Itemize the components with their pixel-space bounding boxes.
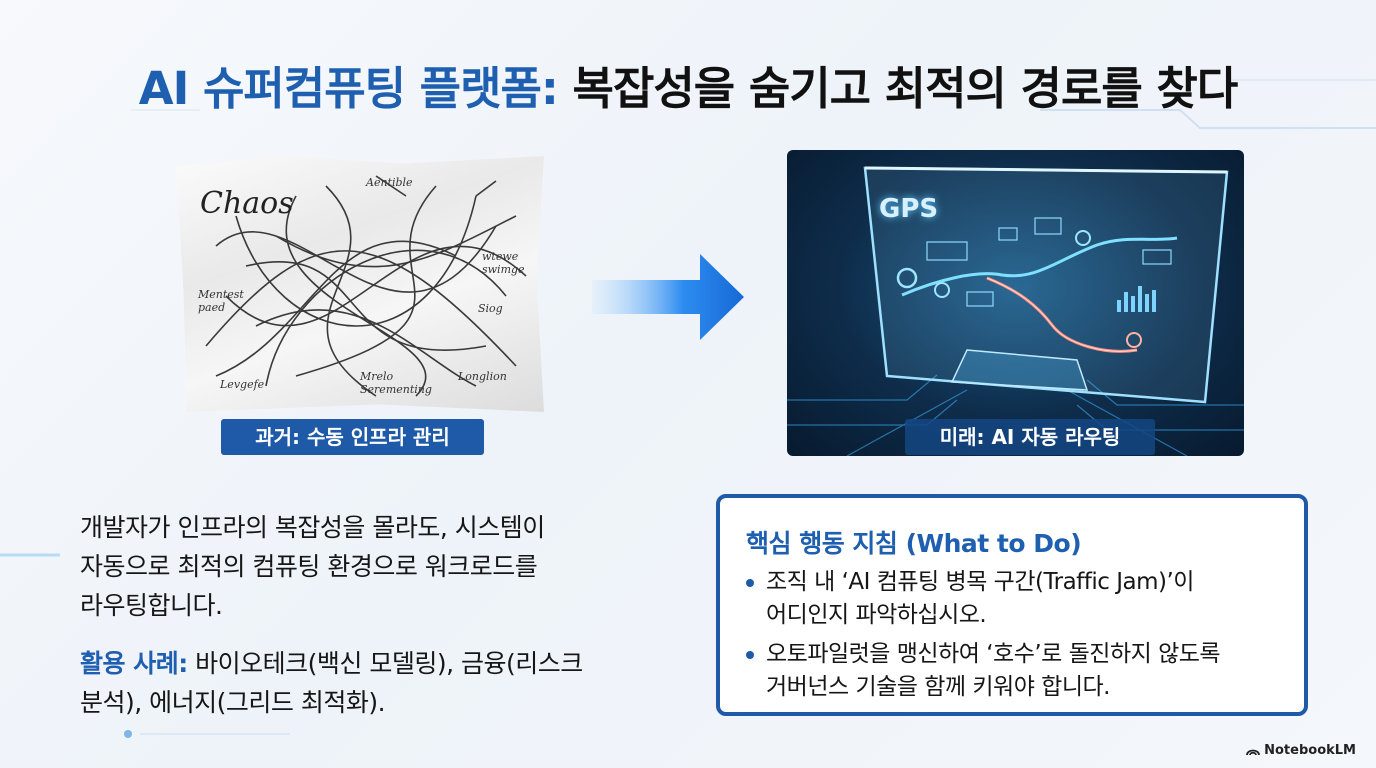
gps-label: GPS (879, 194, 939, 224)
scribble-6: wtewe swimge (482, 250, 525, 276)
brand-label: NotebookLM (1264, 743, 1356, 758)
scribble-7: Siog (478, 302, 503, 315)
crumpled-paper: Chaos Aentible Mentest paed Levgefe Mrel… (176, 156, 544, 412)
description-line: 개발자가 인프라의 복잡성을 몰라도, 시스템이 (80, 513, 545, 542)
arrow-right-icon (592, 254, 744, 340)
action-item-line: 거버넌스 기술을 함께 키워야 합니다. (766, 674, 1110, 700)
scribble-5: Longlion (458, 370, 507, 383)
notebooklm-icon (1246, 749, 1261, 755)
scribble-2: Mentest paed (198, 288, 244, 314)
gps-screen-graphic (787, 166, 1244, 456)
title-rest: 복잡성을 숨기고 최적의 경로를 찾다 (572, 62, 1239, 115)
scribble-1: Aentible (366, 176, 413, 189)
chaos-label: Chaos (200, 186, 294, 221)
use-case-text: 활용 사례: 바이오테크(백신 모델링), 금융(리스크 분석), 에너지(그리… (80, 644, 650, 722)
chaos-paper-image: Chaos Aentible Mentest paed Levgefe Mrel… (176, 156, 544, 412)
page-title: AI 슈퍼컴퓨팅 플랫폼: 복잡성을 숨기고 최적의 경로를 찾다 (0, 52, 1376, 117)
description-text: 개발자가 인프라의 복잡성을 몰라도, 시스템이 자동으로 최적의 컴퓨팅 환경… (80, 508, 640, 625)
use-case-label: 활용 사례: (80, 649, 188, 678)
action-item-line: 어디인지 파악하십시오. (766, 602, 987, 628)
action-item-line: 오토파일럿을 맹신하여 ‘호수’로 돌진하지 않도록 (766, 641, 1221, 667)
past-caption: 과거: 수동 인프라 관리 (221, 419, 484, 455)
use-case-line: 활용 사례: 바이오테크(백신 모델링), 금융(리스크 (80, 644, 650, 683)
scribble-3: Levgefe (220, 378, 265, 391)
bullet-icon (746, 579, 754, 587)
action-box-title: 핵심 행동 지침 (What to Do) (746, 529, 1082, 558)
description-line: 라우팅합니다. (80, 591, 223, 620)
bullet-icon (746, 651, 754, 659)
notebooklm-brand: NotebookLM (1246, 743, 1356, 758)
future-caption: 미래: AI 자동 라우팅 (905, 419, 1155, 455)
use-case-line2: 분석), 에너지(그리드 최적화). (80, 688, 386, 717)
scribble-4: Mrelo Serementing (360, 370, 432, 396)
tangled-lines (205, 175, 527, 397)
gps-routing-image: GPS (787, 150, 1244, 456)
action-item-line: 조직 내 ‘AI 컴퓨팅 병목 구간(Traffic Jam)’이 (766, 569, 1194, 595)
description-line: 자동으로 최적의 컴퓨팅 환경으로 워크로드를 (80, 552, 538, 581)
title-accent: AI 슈퍼컴퓨팅 플랫폼: (138, 62, 559, 115)
action-guidelines-box: 핵심 행동 지침 (What to Do) 조직 내 ‘AI 컴퓨팅 병목 구간… (716, 494, 1308, 716)
use-case-line1: 바이오테크(백신 모델링), 금융(리스크 (195, 649, 583, 678)
